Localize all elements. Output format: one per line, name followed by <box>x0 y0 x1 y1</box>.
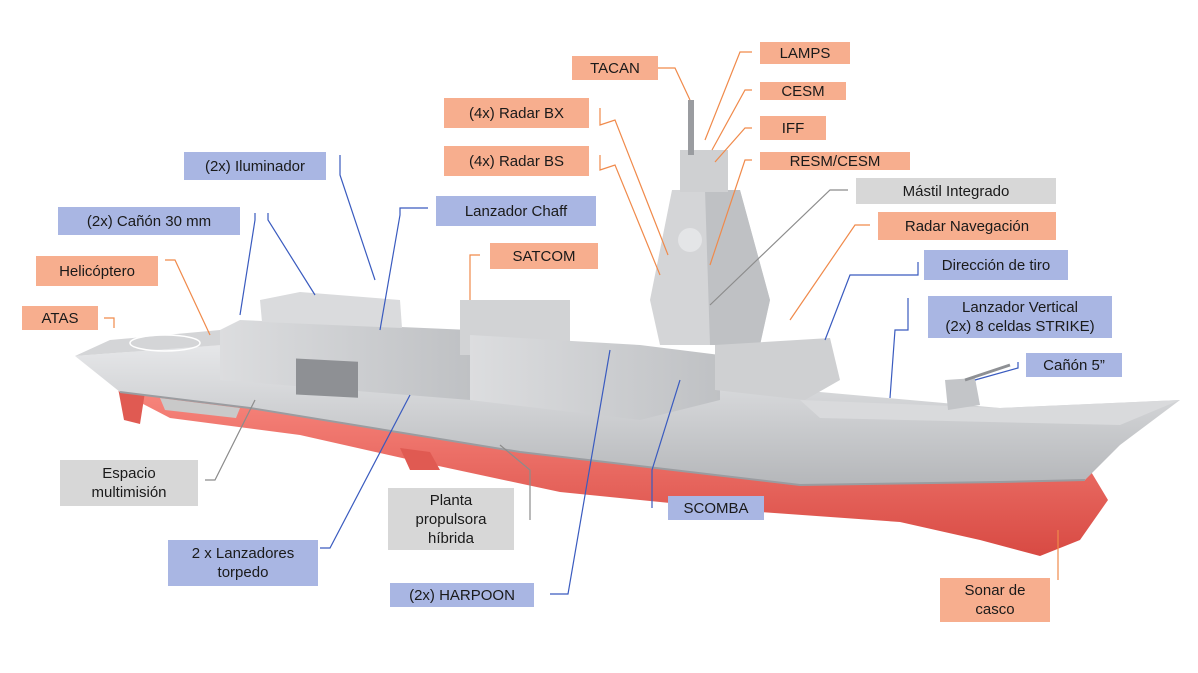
label-satcom: SATCOM <box>490 243 598 269</box>
label-iluminador: (2x) Iluminador <box>184 152 326 180</box>
label-atas: ATAS <box>22 306 98 330</box>
leader-harpoon <box>550 349 611 595</box>
leader-vertical <box>889 298 909 399</box>
label-lanzadores-torpedo: 2 x Lanzadores torpedo <box>168 540 318 586</box>
label-mastil-integrado: Mástil Integrado <box>856 178 1056 204</box>
leader-cesm <box>711 89 752 151</box>
leader-atas <box>104 317 115 328</box>
leader-satcom <box>469 254 480 300</box>
radome <box>678 228 702 252</box>
label-scomba: SCOMBA <box>668 496 764 520</box>
leader-lamps <box>704 51 752 141</box>
label-canon-5: Cañón 5” <box>1026 353 1122 377</box>
orange-leaders <box>104 51 1059 580</box>
gray-leaders <box>205 189 848 520</box>
label-harpoon: (2x) HARPOON <box>390 583 534 607</box>
label-radar-bs: (4x) Radar BS <box>444 146 589 176</box>
forecastle <box>800 400 1180 425</box>
label-planta-propulsora: Planta propulsora híbrida <box>388 488 514 550</box>
gun-turret <box>945 378 980 410</box>
leader-tacan <box>658 67 691 101</box>
leader-helicoptero <box>165 259 211 336</box>
leader-canon5 <box>974 362 1019 381</box>
leader-mastil <box>709 189 848 306</box>
leader-radarbx <box>599 108 669 256</box>
boot-topping <box>119 391 1086 487</box>
label-lanzador-vertical: Lanzador Vertical (2x) 8 celdas STRIKE) <box>928 296 1112 338</box>
leader-radarbs <box>599 155 661 276</box>
leader-radarnav <box>789 224 870 321</box>
bridge <box>715 338 840 400</box>
label-sonar-casco: Sonar de casco <box>940 578 1050 622</box>
leader-espacio <box>205 399 256 481</box>
mast-top <box>688 100 694 155</box>
rudder <box>118 388 145 424</box>
leader-scomba <box>651 379 681 508</box>
leader-chaff <box>379 207 428 331</box>
shaft-bracket <box>160 398 240 418</box>
label-lanzador-chaff: Lanzador Chaff <box>436 196 596 226</box>
leader-iff <box>714 127 752 163</box>
leader-canon30 <box>239 213 256 316</box>
label-direccion-tiro: Dirección de tiro <box>924 250 1068 280</box>
label-iff: IFF <box>760 116 826 140</box>
underwater-hull <box>120 392 1108 556</box>
leader-canon30-b <box>267 213 316 296</box>
leader-iluminador <box>339 155 376 281</box>
hull-window-1 <box>296 358 358 398</box>
label-espacio-multimision: Espacio multimisión <box>60 460 198 506</box>
mast-face-shadow <box>705 190 770 345</box>
helideck-circle <box>129 334 201 352</box>
label-lamps: LAMPS <box>760 42 850 64</box>
leader-direccion <box>824 262 919 341</box>
label-tacan: TACAN <box>572 56 658 80</box>
leader-planta <box>499 444 531 520</box>
label-canon-30mm: (2x) Cañón 30 mm <box>58 207 240 235</box>
gun-barrel <box>964 363 1011 382</box>
label-radar-bx: (4x) Radar BX <box>444 98 589 128</box>
leader-torpedo <box>320 394 411 549</box>
leader-resm <box>709 159 752 266</box>
hangar <box>220 320 470 400</box>
forward-superstructure <box>470 335 720 420</box>
blue-leaders <box>239 155 1019 595</box>
label-resm-cesm: RESM/CESM <box>760 152 910 170</box>
label-helicoptero: Helicóptero <box>36 256 158 286</box>
aft-deckhouse <box>260 292 402 328</box>
label-radar-navegacion: Radar Navegación <box>878 212 1056 240</box>
stabilizer-fin <box>400 448 440 470</box>
label-cesm: CESM <box>760 82 846 100</box>
